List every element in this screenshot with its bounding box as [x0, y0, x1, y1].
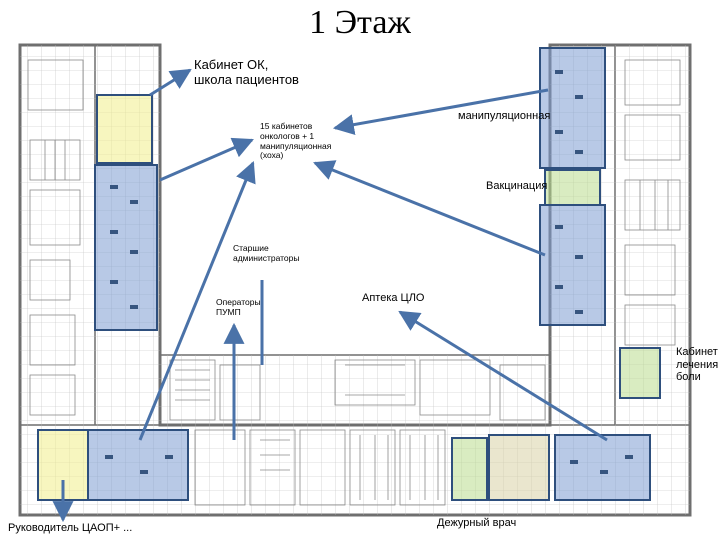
zone-oncologists-left	[94, 164, 158, 331]
label-oncologists: 15 кабинетов онкологов + 1 манипуляционн…	[260, 121, 332, 161]
zone-green-bottom	[451, 437, 488, 501]
label-senior-admins: Старшие администраторы	[233, 243, 300, 263]
zone-vaccination	[544, 169, 601, 206]
zone-cabinet-ok	[96, 94, 153, 164]
furniture	[105, 70, 633, 474]
zone-oncologists-right	[539, 204, 606, 326]
label-cabinet-ok: Кабинет ОК, школа пациентов	[194, 57, 299, 87]
zone-bottom-left-blue	[87, 429, 189, 501]
label-vaccination: Вакцинация	[486, 180, 548, 192]
central-block-details	[169, 359, 546, 506]
colored-zones	[37, 47, 661, 501]
arrow-oncologists-right	[313, 160, 546, 257]
arrow-cabinet-ok	[149, 68, 192, 97]
label-pharmacy: Аптека ЦЛО	[362, 292, 425, 304]
zone-bottom-right-blue	[554, 434, 651, 501]
arrow-pharmacy	[398, 310, 608, 442]
label-operators: Операторы ПУМП	[216, 297, 261, 317]
zone-manipulation	[539, 47, 606, 169]
zone-pain-cabinet	[619, 347, 661, 399]
arrow-oncologists-bottom	[138, 161, 256, 441]
label-pain-cabinet: Кабинет лечения боли	[676, 346, 719, 384]
label-head: Руководитель ЦАОП+ ...	[8, 522, 133, 534]
page-title: 1 Этаж	[309, 4, 411, 41]
zone-duty-doctor	[488, 434, 550, 501]
right-wing-details	[624, 59, 681, 346]
label-duty-doctor: Дежурный врач	[437, 517, 517, 529]
left-wing-details	[27, 59, 84, 416]
label-manipulation: манипуляционная	[458, 110, 551, 122]
arrow-oncologists-right-top	[332, 88, 549, 136]
arrows	[52, 68, 608, 523]
arrow-oncologists-left	[159, 137, 254, 182]
